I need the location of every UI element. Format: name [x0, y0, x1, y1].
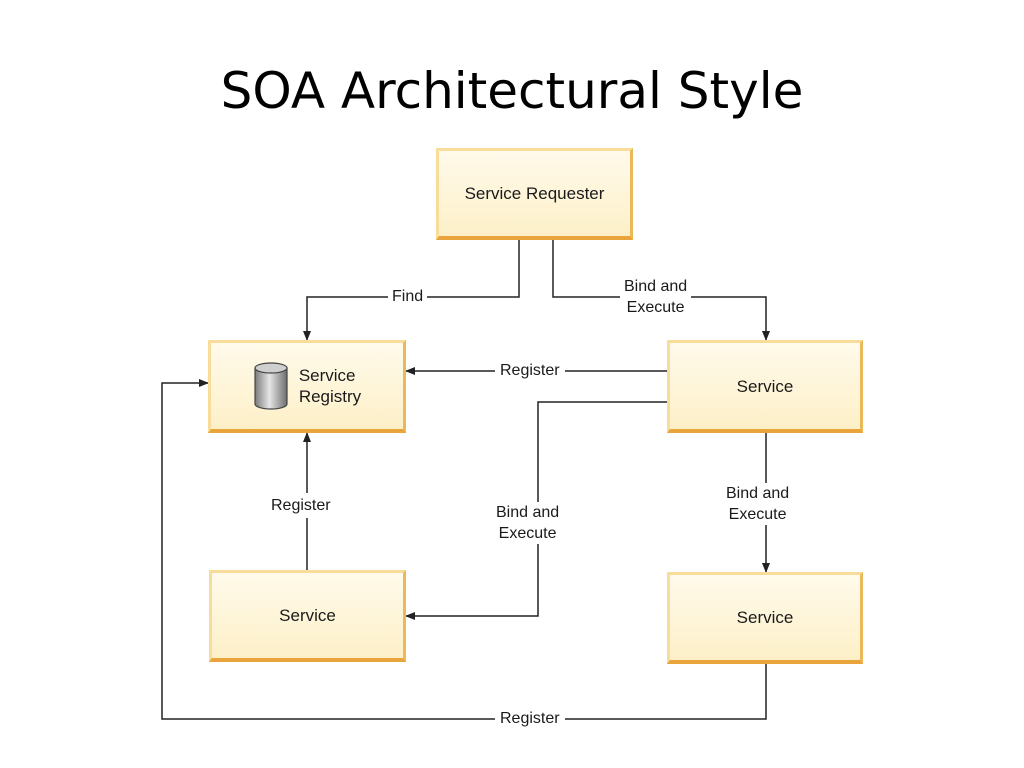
database-icon [254, 362, 288, 410]
service-bottom-left-label: Service [279, 606, 336, 625]
edge-label-register-right: Register [495, 360, 565, 381]
service-requester-label: Service Requester [464, 184, 605, 203]
service-registry-box: Service Registry [208, 340, 406, 433]
edge-label-find: Find [388, 286, 428, 307]
service-bottom-right-label: Service [736, 608, 794, 627]
service-requester-box: Service Requester [436, 148, 633, 240]
edge-label-bind-execute-middle: Bind and Execute [492, 502, 564, 544]
slide-title: SOA Architectural Style [220, 62, 804, 120]
edge-label-bind-execute-right: Bind and Execute [722, 483, 794, 525]
service-bottom-left-box: Service [209, 570, 406, 662]
edge-register-bottom [161, 379, 767, 720]
service-right-box: Service [667, 340, 863, 433]
edge-label-register-bottom: Register [495, 708, 565, 729]
edge-label-register-bottom-left: Register [268, 493, 334, 518]
service-registry-label: Service Registry [298, 366, 362, 406]
edge-label-bind-execute-top: Bind and Execute [620, 276, 692, 318]
service-right-label: Service [736, 376, 794, 396]
service-bottom-right-box: Service [667, 572, 863, 664]
